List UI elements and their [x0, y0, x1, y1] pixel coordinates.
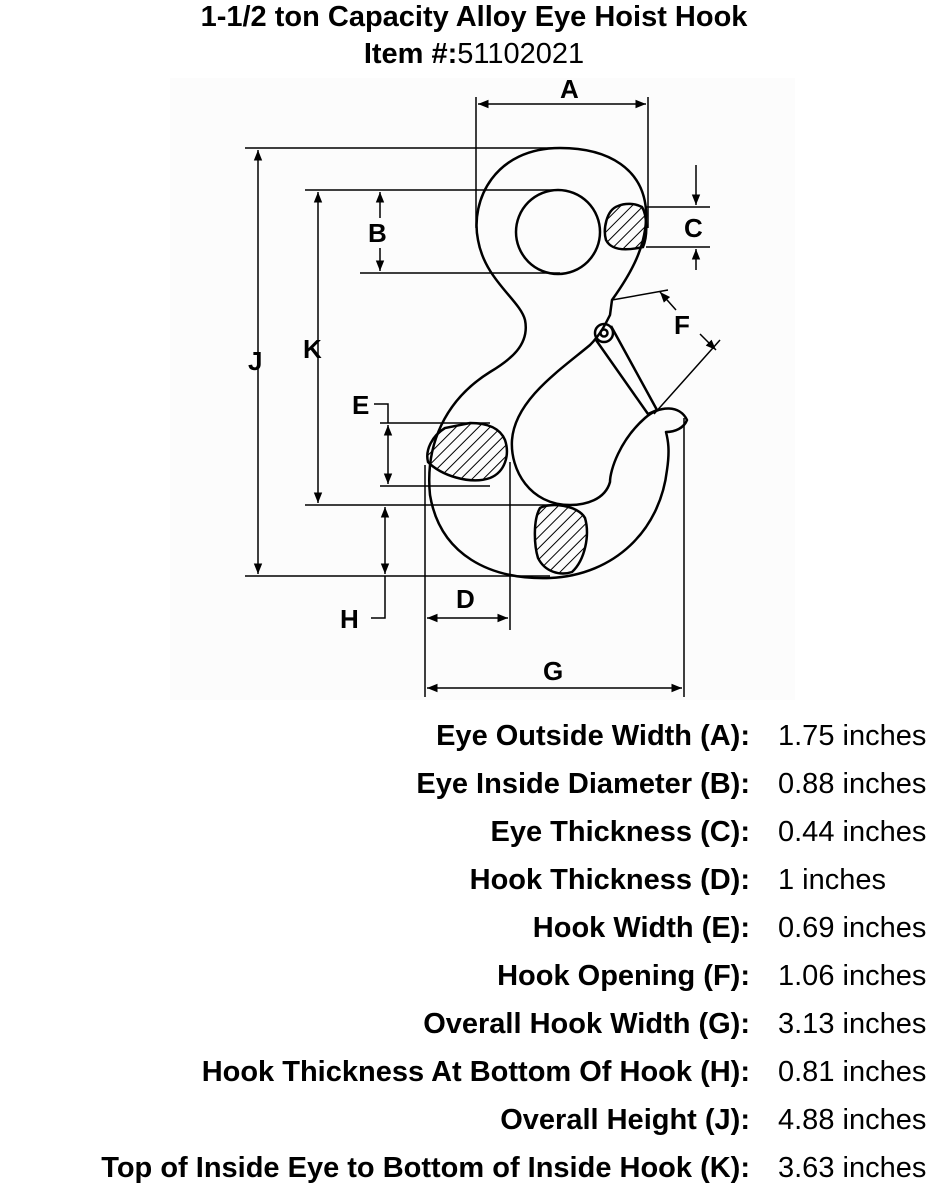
eye-cross-section — [603, 202, 648, 251]
label-f: F — [674, 310, 690, 340]
label-a: A — [560, 74, 579, 104]
label-d: D — [456, 584, 475, 614]
spec-value: 0.69 inches — [778, 912, 927, 944]
label-k: K — [303, 334, 322, 364]
label-h: H — [340, 604, 359, 634]
page-title: 1-1/2 ton Capacity Alloy Eye Hoist Hook — [200, 1, 748, 33]
dimension-labels: A B C D E F G H J K — [248, 74, 703, 686]
label-g: G — [543, 656, 563, 686]
spec-row-hook-width: Hook Width (E): 0.69 inches — [0, 904, 948, 952]
hook-bottom-cross-section — [533, 503, 589, 575]
hook-dimension-diagram: A B C D E F G H J K — [170, 74, 795, 700]
hook-side-cross-section — [426, 421, 509, 482]
spec-row-hook-opening: Hook Opening (F): 1.06 inches — [0, 952, 948, 1000]
spec-value: 0.88 inches — [778, 768, 927, 800]
item-number-line: Item #:51102021 — [0, 37, 948, 71]
spec-row-eye-outside-width: Eye Outside Width (A): 1.75 inches — [0, 712, 948, 760]
spec-value: 1.75 inches — [778, 720, 927, 752]
label-e: E — [352, 390, 369, 420]
spec-value: 3.13 inches — [778, 1008, 927, 1040]
spec-row-bottom-hook-thickness: Hook Thickness At Bottom Of Hook (H): 0.… — [0, 1048, 948, 1096]
item-label: Item #: — [363, 38, 458, 70]
spec-label: Top of Inside Eye to Bottom of Inside Ho… — [101, 1152, 750, 1184]
spec-value: 1 inches — [778, 864, 887, 896]
spec-value: 0.81 inches — [778, 1056, 927, 1088]
spec-row-inside-eye-to-inside-hook: Top of Inside Eye to Bottom of Inside Ho… — [0, 1144, 948, 1192]
spec-value: 1.06 inches — [778, 960, 927, 992]
spec-value: 3.63 inches — [778, 1152, 927, 1184]
dimension-lines — [245, 97, 721, 697]
spec-value: 4.88 inches — [778, 1104, 927, 1136]
spec-label: Eye Inside Diameter (B): — [416, 768, 750, 800]
spec-label: Eye Outside Width (A): — [436, 720, 750, 752]
item-number: 51102021 — [457, 38, 585, 70]
spec-row-overall-height: Overall Height (J): 4.88 inches — [0, 1096, 948, 1144]
spec-row-eye-thickness: Eye Thickness (C): 0.44 inches — [0, 808, 948, 856]
label-c: C — [684, 213, 703, 243]
label-b: B — [368, 218, 387, 248]
spec-row-eye-inside-diameter: Eye Inside Diameter (B): 0.88 inches — [0, 760, 948, 808]
spec-label: Overall Height (J): — [500, 1104, 750, 1136]
hook-outline — [428, 146, 689, 580]
spec-label: Eye Thickness (C): — [490, 816, 750, 848]
spec-row-hook-thickness: Hook Thickness (D): 1 inches — [0, 856, 948, 904]
spec-label: Hook Opening (F): — [497, 960, 750, 992]
spec-label: Hook Thickness (D): — [469, 864, 750, 896]
label-j: J — [248, 346, 262, 376]
spec-label: Hook Thickness At Bottom Of Hook (H): — [201, 1056, 750, 1088]
spec-label: Overall Hook Width (G): — [423, 1008, 750, 1040]
spec-value: 0.44 inches — [778, 816, 927, 848]
diagram-background — [170, 78, 795, 700]
spec-label: Hook Width (E): — [532, 912, 750, 944]
spec-row-overall-hook-width: Overall Hook Width (G): 3.13 inches — [0, 1000, 948, 1048]
